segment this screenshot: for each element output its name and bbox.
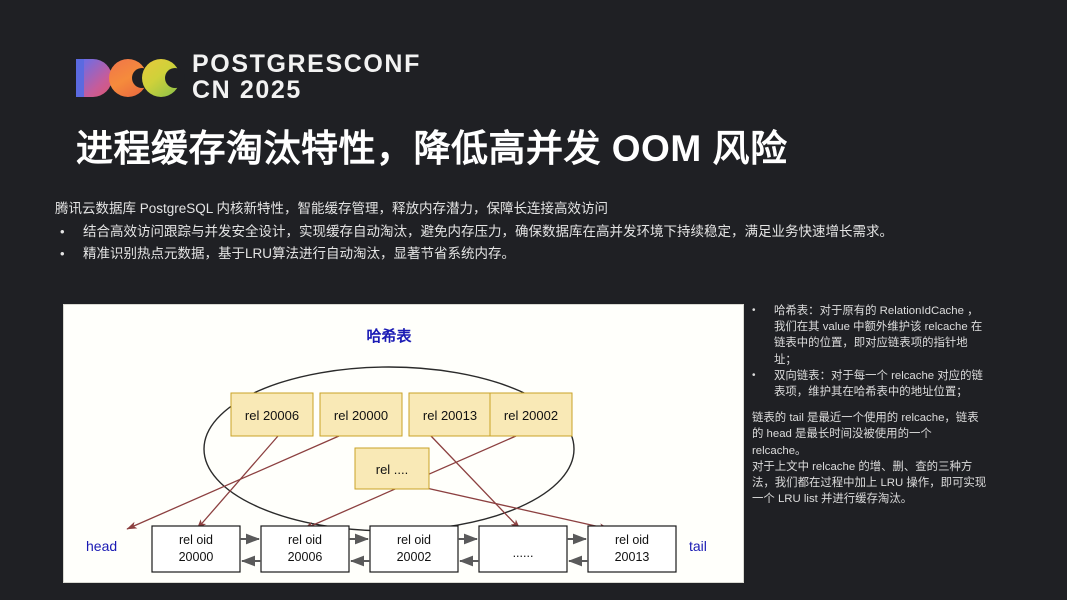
logo-letter-c-green <box>142 58 185 97</box>
side-notes: • 哈希表：对于原有的 RelationIdCache ，我们在其 value … <box>752 303 988 507</box>
list-node-line1: rel oid <box>179 533 213 547</box>
pcc-logo-icon <box>76 58 185 97</box>
note-bullet-text: 哈希表：对于原有的 RelationIdCache ，我们在其 value 中额… <box>774 305 983 366</box>
bullet-marker: • <box>60 245 65 261</box>
hash-node-label: rel 20006 <box>245 408 299 423</box>
brand-wordmark-line2: CN 2025 <box>192 75 302 104</box>
lede-paragraph: 腾讯云数据库 PostgreSQL 内核新特性，智能缓存管理，释放内存潜力，保障… <box>55 201 609 216</box>
list-node-line1: rel oid <box>397 533 431 547</box>
bullet-text: 精准识别热点元数据，基于LRU算法进行自动淘汰，显著节省系统内存。 <box>83 245 516 261</box>
list-node-line1: rel oid <box>288 533 322 547</box>
hash-node-label: rel 20013 <box>423 408 477 423</box>
note-bullet-item: • 双向链表：对于每一个 relcache 对应的链表项，维护其在哈希表中的地址… <box>752 368 988 400</box>
hash-node: rel 20013 <box>408 392 492 437</box>
diagram-canvas: 哈希表 rel 20006 rel 20000 <box>86 327 707 573</box>
brand-wordmark: POSTGRESCONF CN 2025 <box>192 50 421 104</box>
bullet-list: • 结合高效访问跟踪与并发安全设计，实现缓存自动淘汰，避免内存压力，确保数据库在… <box>55 221 1015 265</box>
list-node-line2: 20006 <box>288 550 323 564</box>
hash-node-extra: rel .... <box>354 447 430 490</box>
bullet-marker: • <box>60 224 65 239</box>
hash-node: rel 20006 <box>230 392 314 437</box>
hash-node: rel 20002 <box>489 392 573 437</box>
bullet-item: • 精准识别热点元数据，基于LRU算法进行自动淘汰，显著节省系统内存。 <box>55 243 1015 265</box>
note-bullet-marker: • <box>752 305 756 316</box>
linked-list-group: rel oid 20000 rel oid 20006 rel oid 2000… <box>151 525 677 573</box>
bullet-text: 结合高效访问跟踪与并发安全设计，实现缓存自动淘汰，避免内存压力，确保数据库在高并… <box>83 224 893 239</box>
logo-letter-p <box>76 58 112 97</box>
note-paragraph: 链表的 tail 是最近一个使用的 relcache，链表的 head 是最长时… <box>752 412 979 457</box>
list-tail-label: tail <box>689 538 707 554</box>
list-node-line1: rel oid <box>615 533 649 547</box>
hash-table-label: 哈希表 <box>366 327 412 345</box>
hash-node-label: rel 20000 <box>334 408 388 423</box>
lru-hash-diagram: 哈希表 rel 20006 rel 20000 <box>63 304 744 583</box>
note-paragraph: 对于上文中 relcache 的增、删、查的三种方法，我们都在过程中加上 LRU… <box>752 460 987 506</box>
list-node: rel oid 20000 <box>151 525 241 573</box>
hash-node-extra-label: rel .... <box>376 462 409 477</box>
list-node-line2: 20013 <box>615 550 650 564</box>
hash-node-label: rel 20002 <box>504 408 558 423</box>
list-node: ...... <box>478 525 568 573</box>
list-node-line2: ...... <box>513 546 534 560</box>
page-title: 进程缓存淘汰特性，降低高并发 OOM 风险 <box>76 128 788 169</box>
hash-node-group: rel 20006 rel 20000 rel 20013 rel 20002 … <box>230 392 573 490</box>
brand-logo: POSTGRESCONF CN 2025 <box>76 50 421 104</box>
note-bullet-item: • 哈希表：对于原有的 RelationIdCache ，我们在其 value … <box>752 303 988 368</box>
list-pointer-arrows <box>240 533 588 567</box>
list-node: rel oid 20002 <box>369 525 459 573</box>
list-head-label: head <box>86 538 117 554</box>
note-bullet-marker: • <box>752 369 756 381</box>
logo-p-stem <box>76 58 86 97</box>
brand-wordmark-line1: POSTGRESCONF <box>192 50 421 78</box>
list-node: rel oid 20006 <box>260 525 350 573</box>
logo-p-bowl <box>84 58 112 97</box>
hash-node: rel 20000 <box>319 392 403 437</box>
list-node-line2: 20002 <box>397 550 432 564</box>
note-bullet-text: 双向链表：对于每一个 relcache 对应的链表项，维护其在哈希表中的地址位置… <box>774 369 983 398</box>
list-node: rel oid 20013 <box>587 525 677 573</box>
list-node-line2: 20000 <box>179 550 214 564</box>
bullet-item: • 结合高效访问跟踪与并发安全设计，实现缓存自动淘汰，避免内存压力，确保数据库在… <box>55 221 1015 243</box>
